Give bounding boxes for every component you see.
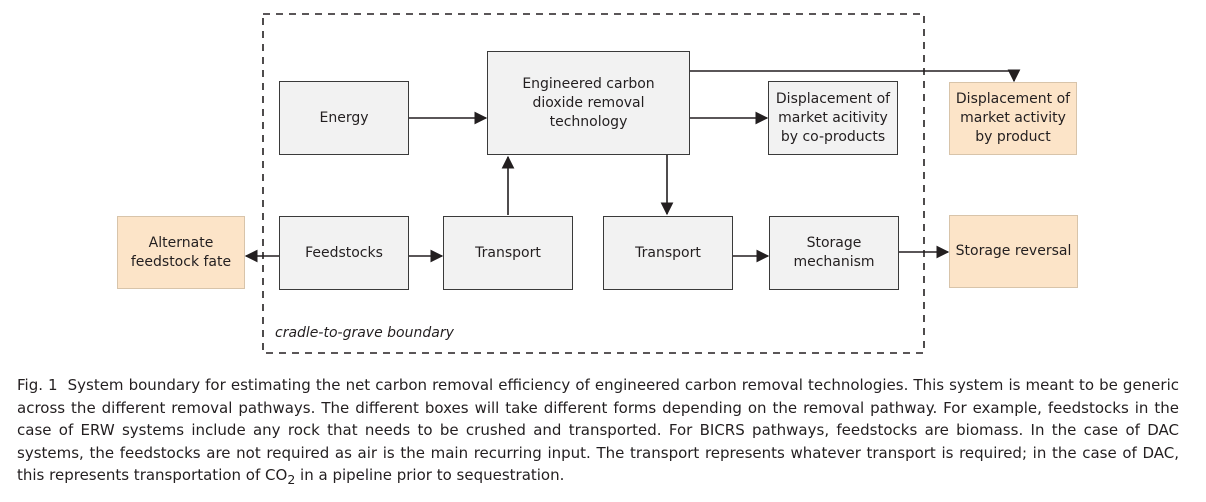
caption-text-part1: System boundary for estimating the net c… <box>17 376 1179 484</box>
system-boundary-diagram: Energy Engineered carbon dioxide removal… <box>117 13 1078 354</box>
coproducts-box: Displacement of market acitivity by co-p… <box>768 81 898 155</box>
transport-in-box: Transport <box>443 216 573 290</box>
storage-reversal-box: Storage reversal <box>949 215 1078 288</box>
energy-box: Energy <box>279 81 409 155</box>
figure-label: Fig. 1 <box>17 376 58 394</box>
diagram-connectors <box>244 13 1021 354</box>
transport-in-label: Transport <box>475 244 541 261</box>
caption-text-part2: in a pipeline prior to sequestration. <box>295 466 565 484</box>
coproducts-label: Displacement of market acitivity by co-p… <box>775 90 891 145</box>
cradle-to-grave-boundary <box>262 13 925 354</box>
arrow-technology-to-product-displacement <box>689 69 1021 83</box>
transport-out-box: Transport <box>603 216 733 290</box>
energy-label: Energy <box>319 109 369 126</box>
product-displacement-box: Displacement of market activity by produ… <box>949 82 1077 155</box>
feedstocks-box: Feedstocks <box>279 216 409 290</box>
alternate-feedstock-fate-box: Alternate feedstock fate <box>117 216 245 289</box>
transport-out-label: Transport <box>635 244 701 261</box>
storage-mechanism-box: Storage mechanism <box>769 216 899 290</box>
storage-reversal-label: Storage reversal <box>955 243 1072 259</box>
alternate-feedstock-fate-label: Alternate feedstock fate <box>130 234 232 270</box>
caption-subscript: 2 <box>287 472 296 487</box>
feedstocks-label: Feedstocks <box>305 244 383 261</box>
boundary-label: cradle-to-grave boundary <box>275 325 454 341</box>
product-displacement-label: Displacement of market activity by produ… <box>955 91 1071 145</box>
technology-box: Engineered carbon dioxide removal techno… <box>487 51 690 155</box>
storage-mechanism-label: Storage mechanism <box>793 235 875 270</box>
technology-label: Engineered carbon dioxide removal techno… <box>522 75 655 130</box>
